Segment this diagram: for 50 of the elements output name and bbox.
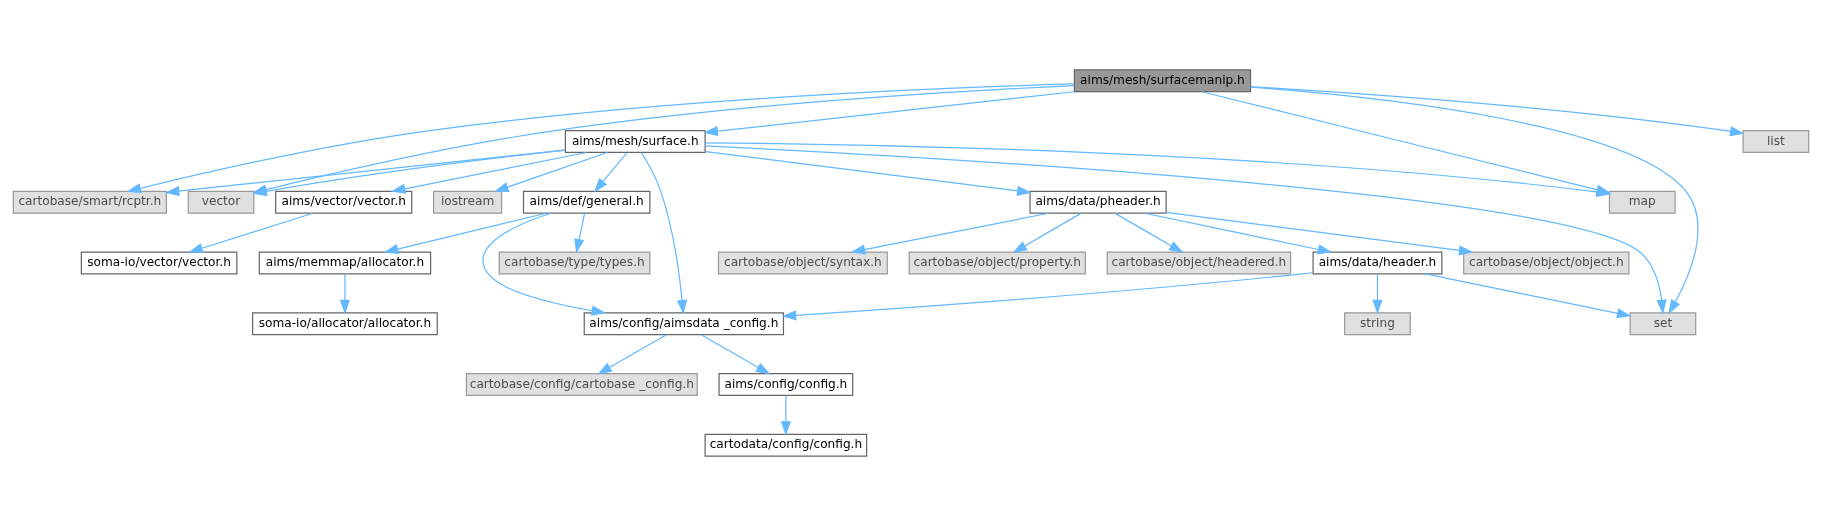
node-box: iostream — [433, 190, 503, 214]
node-box: soma-io/vector/vector.h — [80, 251, 238, 275]
node-box: aims/mesh/surfacemanip.h — [1073, 69, 1252, 93]
arrow — [574, 213, 586, 254]
node-box: aims/memmap/allocator.h — [258, 251, 432, 275]
node-box: aims/config/aimsdata _config.h — [583, 312, 785, 336]
arrow — [593, 152, 628, 193]
arrow — [1144, 212, 1333, 255]
node-box: soma-io/allocator/allocator.h — [252, 312, 438, 336]
node-box: aims/mesh/surface.h — [564, 130, 706, 154]
arrow — [1372, 273, 1383, 315]
node-box: map — [1608, 190, 1676, 214]
arrow — [1424, 273, 1632, 319]
node-box: cartodata/config/config.h — [704, 433, 868, 457]
arrow — [700, 334, 771, 375]
arrow — [1012, 212, 1082, 253]
node-box: set — [1629, 312, 1697, 336]
node-box: cartobase/config/cartobase _config.h — [465, 372, 698, 396]
node-box: aims/data/header.h — [1312, 251, 1443, 275]
node-box: aims/vector/vector.h — [275, 190, 413, 214]
node-box: cartobase/smart/rcptr.h — [12, 190, 167, 214]
node-box: vector — [187, 190, 255, 214]
arrow — [704, 145, 1667, 315]
arrow — [781, 272, 1314, 321]
node-box: aims/data/pheader.h — [1029, 190, 1167, 214]
node-box: cartobase/object/property.h — [908, 251, 1086, 275]
arrow — [1250, 86, 1745, 137]
node-box: list — [1742, 130, 1810, 154]
node-box: aims/config/config.h — [718, 372, 854, 396]
arrow — [1114, 212, 1184, 253]
node-box: cartobase/type/types.h — [498, 251, 651, 275]
arrow — [850, 212, 1050, 255]
arrow — [1165, 211, 1474, 256]
node-box: cartobase/object/headered.h — [1106, 251, 1292, 275]
arrow — [383, 212, 547, 254]
arrow — [188, 212, 314, 254]
node-box: cartobase/object/object.h — [1463, 251, 1630, 275]
arrow — [703, 91, 1075, 137]
node-box: string — [1344, 312, 1411, 336]
arrow — [390, 151, 588, 194]
arrow — [704, 151, 1032, 196]
arrow — [1250, 86, 1699, 315]
arrow — [339, 273, 351, 315]
node-box: aims/def/general.h — [522, 190, 651, 214]
arrow — [641, 152, 688, 315]
node-box: cartobase/object/syntax.h — [717, 251, 888, 275]
arrow — [482, 212, 607, 316]
arrow — [780, 395, 791, 436]
arrow — [494, 151, 608, 192]
arrow — [597, 334, 668, 375]
